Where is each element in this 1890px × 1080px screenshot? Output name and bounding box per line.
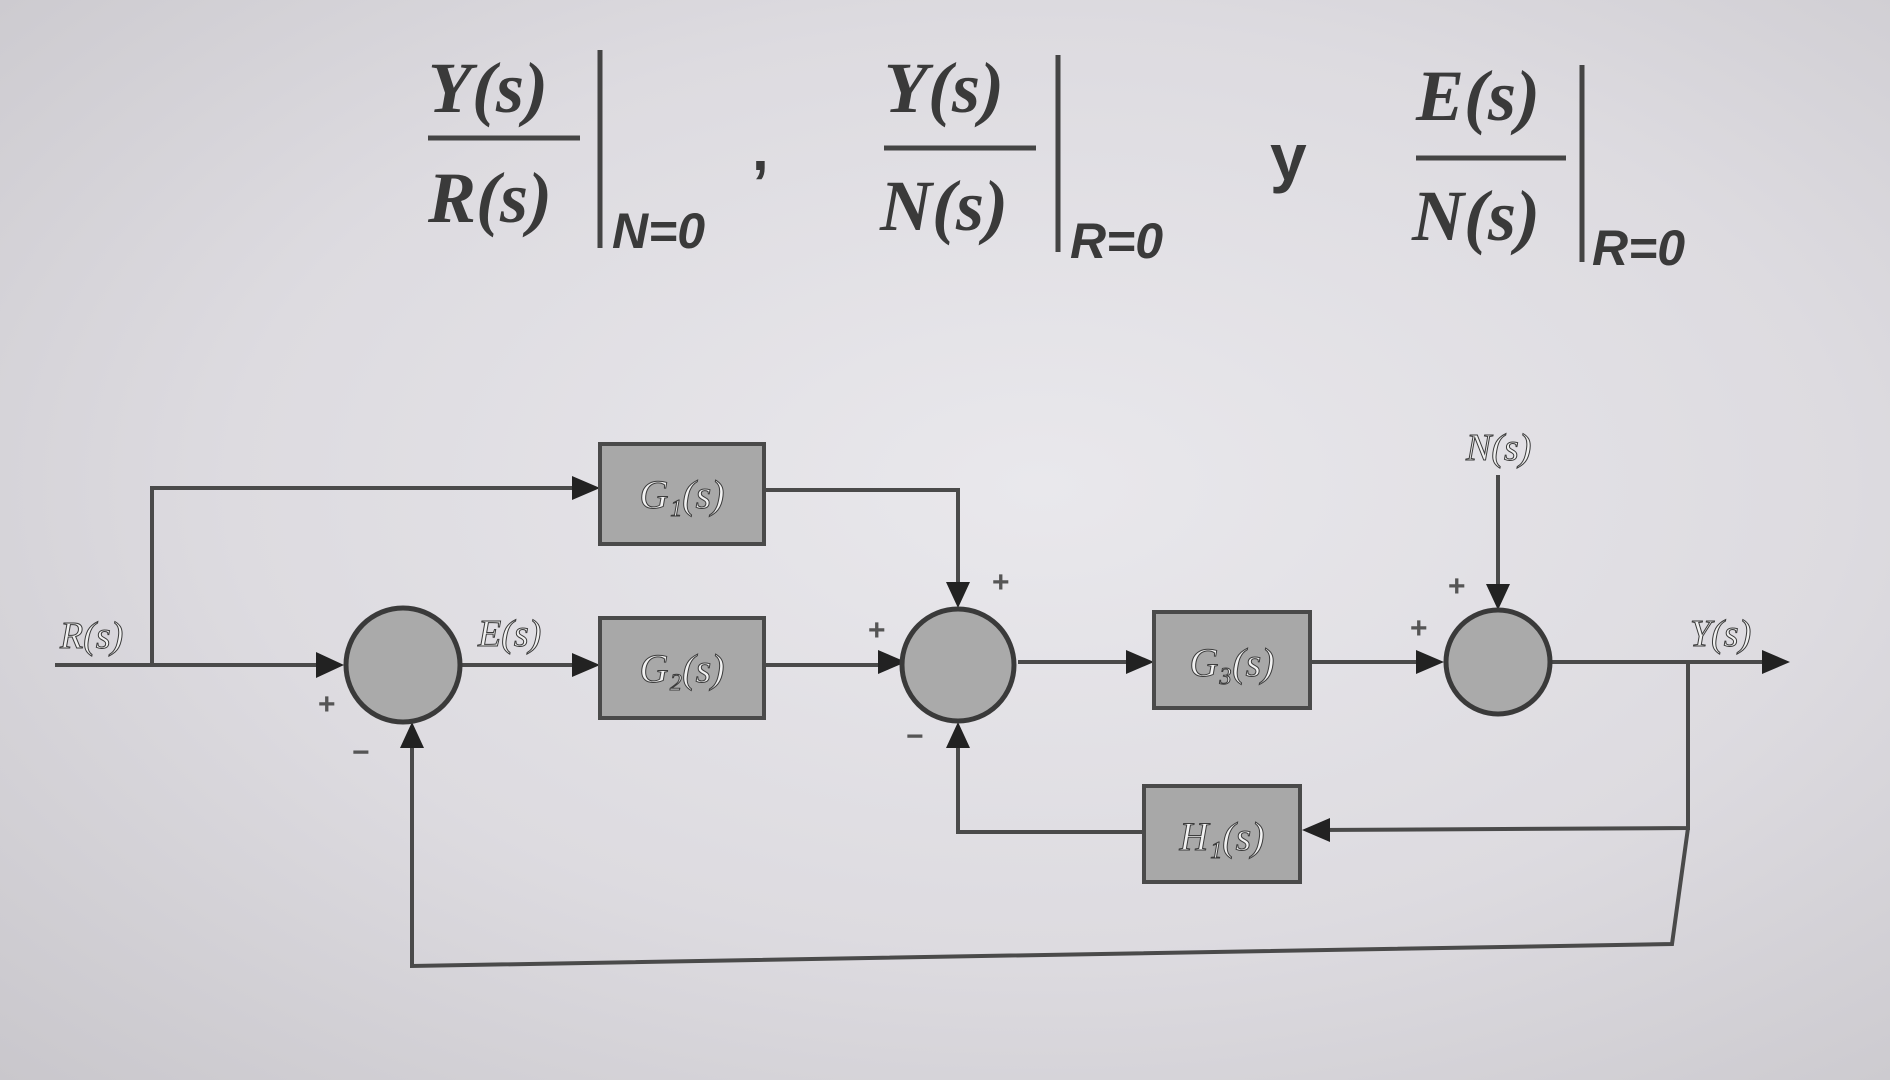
- eq2-condition: R=0: [1070, 213, 1163, 269]
- block-g2-label: G₂(s): [640, 646, 725, 691]
- summing-junction-3: [1443, 607, 1553, 717]
- arrow-into-sum2-top: [946, 582, 970, 608]
- arrow-into-g2: [572, 653, 600, 677]
- arrow-into-g1: [572, 476, 600, 500]
- wire-feedforward-branch: [150, 486, 588, 665]
- summing-junction-1: [343, 605, 463, 725]
- eq1-numerator: Y(s): [428, 48, 548, 128]
- label-disturbance: N(s): [1465, 427, 1531, 469]
- eq2-numerator: Y(s): [884, 48, 1004, 128]
- arrow-output: [1762, 650, 1790, 674]
- block-g2-box: [598, 616, 766, 720]
- equation-2: Y(s) N(s) R=0 y: [879, 48, 1307, 269]
- block-h1: H₁(s): [1142, 784, 1302, 884]
- eq2-separator: y: [1270, 120, 1307, 194]
- sign-sum3-top: +: [1448, 570, 1466, 603]
- arrow-into-sum2-bottom: [946, 722, 970, 748]
- block-g3-label: G₃(s): [1190, 640, 1275, 685]
- arrow-into-sum3-left: [1416, 650, 1444, 674]
- sign-sum2-left: +: [868, 614, 886, 647]
- block-h1-label: H₁(s): [1179, 814, 1265, 859]
- eq2-denominator: N(s): [879, 166, 1008, 246]
- arrow-into-g3: [1126, 650, 1154, 674]
- arrow-into-sum2-left: [878, 650, 906, 674]
- block-g1: G₁(s): [598, 442, 766, 546]
- wire-h1-to-sum2: [956, 740, 1144, 834]
- block-g3-box: [1152, 610, 1312, 710]
- block-h1-box: [1142, 784, 1302, 884]
- equation-3: E(s) N(s) R=0: [1411, 56, 1685, 276]
- equation-1: Y(s) R(s) N=0 ,: [427, 48, 769, 259]
- eq3-denominator: N(s): [1411, 176, 1540, 256]
- eq1-denominator: R(s): [427, 158, 552, 238]
- sign-sum3-left: +: [1410, 612, 1428, 645]
- eq1-condition: N=0: [612, 203, 705, 259]
- arrow-into-sum3-top: [1486, 584, 1510, 610]
- sign-sum1-bottom: −: [352, 736, 370, 769]
- sign-sum1-top: +: [318, 688, 336, 721]
- summing-junction-2: [899, 606, 1017, 724]
- label-input: R(s): [59, 615, 123, 657]
- block-g2: G₂(s): [598, 616, 766, 720]
- signal-wires: [55, 475, 1768, 969]
- block-g1-label: G₁(s): [640, 472, 725, 517]
- arrow-into-sum1-bottom: [400, 722, 424, 748]
- sign-sum2-bottom: −: [906, 720, 924, 753]
- eq1-separator: ,: [752, 116, 769, 183]
- block-g1-box: [598, 442, 766, 546]
- wire-unity-feedback: [410, 735, 1690, 969]
- block-g3: G₃(s): [1152, 610, 1312, 710]
- eq3-numerator: E(s): [1415, 56, 1540, 136]
- eq3-condition: R=0: [1592, 220, 1685, 276]
- sign-sum2-top: +: [992, 566, 1010, 599]
- label-error: E(s): [477, 613, 541, 655]
- arrow-into-h1: [1302, 818, 1330, 842]
- wire-g1-to-sum2: [764, 488, 960, 590]
- label-output: Y(s): [1690, 613, 1751, 655]
- arrow-into-sum1-left: [316, 652, 344, 678]
- arrowheads: [316, 476, 1790, 842]
